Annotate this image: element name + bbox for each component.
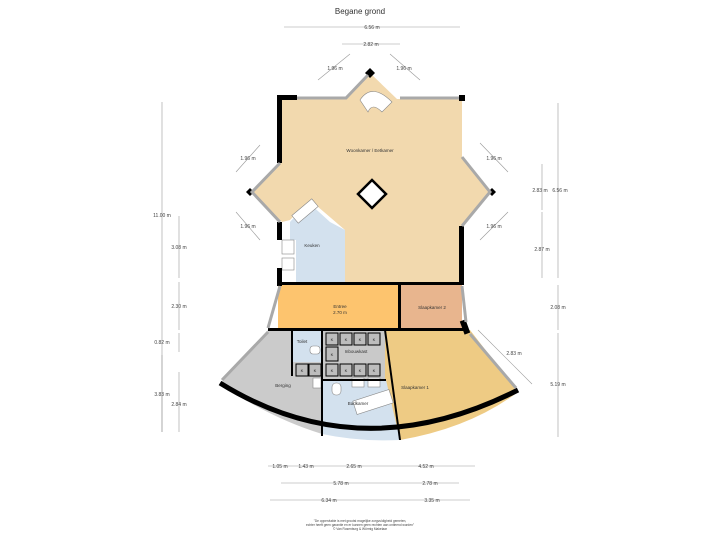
kast-mark: K (331, 368, 334, 373)
kast-labels: K K K K K K K K K K K (301, 337, 376, 373)
dim-left-upper-diag: 1.96 m (240, 156, 255, 162)
kast-mark: K (314, 368, 317, 373)
stove-icon (281, 239, 295, 255)
floor-title: Begane grond (334, 7, 386, 16)
room-labels: Woonkamer / Eetkamer Keuken Entree 2.70 … (275, 148, 446, 406)
label-keuken: Keuken (304, 243, 320, 248)
bathtub-icon (352, 389, 394, 415)
dim-left-5: 2.84 m (171, 402, 186, 408)
kast-mark: K (345, 337, 348, 342)
dim-right-total: 6.56 m (552, 188, 567, 194)
label-inbouwkast: Inbouwkast (345, 349, 369, 354)
dim-right-3: 2.08 m (550, 305, 565, 311)
counter (291, 198, 319, 224)
dimension-lines (161, 26, 559, 501)
dim-right-upper-diag: 1.96 m (486, 156, 501, 162)
kitchen-sink-icon (281, 257, 295, 271)
sink-icon (367, 377, 381, 388)
kast-mark: K (373, 368, 376, 373)
walls (218, 68, 520, 440)
label-entree-height: 2.70 m (333, 310, 347, 315)
dim-left-3: 0.82 m (154, 340, 169, 346)
label-entree: Entree (333, 304, 347, 309)
label-toilet: Toilet (297, 339, 308, 344)
dim-left-lower-diag: 1.96 m (240, 224, 255, 230)
kast-mark: K (373, 337, 376, 342)
room-entree (278, 284, 400, 330)
kast-mark: K (331, 337, 334, 342)
toilet-icon (331, 382, 342, 396)
staircase-icon (359, 91, 393, 113)
dim-top-right-diag: 1.96 m (396, 66, 411, 72)
dim-right-bottom-diag: 2.83 m (506, 351, 521, 357)
label-berging: Berging (275, 383, 291, 388)
sink-icon (351, 377, 365, 388)
room-keuken (290, 202, 345, 284)
dim-bottom-1d: 4.52 m (418, 464, 433, 470)
dim-left-total: 11.00 m (153, 213, 171, 219)
dim-left-4: 3.83 m (154, 392, 169, 398)
dim-bottom-1b: 1.43 m (298, 464, 313, 470)
washer-icon (312, 377, 322, 389)
disclaimer: "De oppervlakte is met grootst mogelijke… (0, 519, 720, 531)
label-badkamer: Badkamer (348, 401, 369, 406)
dim-bottom-3b: 3.35 m (424, 498, 439, 504)
dimension-labels: 6.56 m 2.82 m 1.96 m 1.96 m 1.96 m 1.96 … (153, 25, 568, 504)
room-slaapkamer2 (400, 284, 462, 330)
dim-right-4: 5.19 m (550, 382, 565, 388)
dim-bottom-3a: 6.34 m (321, 498, 336, 504)
label-slaapkamer2: Slaapkamer 2 (418, 305, 446, 310)
kast-mark: K (331, 352, 334, 357)
disclaimer-line: "De oppervlakte is met grootst mogelijke… (313, 519, 407, 523)
dim-right-1: 2.83 m (532, 188, 547, 194)
dim-right-lower-diag: 1.96 m (486, 224, 501, 230)
dim-top-left-diag: 1.96 m (327, 66, 342, 72)
room-woonkamer (252, 73, 490, 284)
dim-left-2: 2.30 m (171, 304, 186, 310)
windows (220, 73, 518, 389)
label-slaapkamer1: Slaapkamer 1 (401, 385, 429, 390)
dim-top-diamond: 2.82 m (363, 42, 378, 48)
kast-mark: K (359, 368, 362, 373)
kast-mark: K (359, 337, 362, 342)
kast-cells (295, 332, 381, 377)
kast-mark: K (345, 368, 348, 373)
toilet-icon (309, 345, 321, 355)
room-slaapkamer1 (385, 330, 518, 440)
void-diamond (356, 178, 388, 210)
dim-left-1: 3.08 m (171, 245, 186, 251)
kast-mark: K (301, 368, 304, 373)
dim-bottom-2b: 2.78 m (422, 481, 437, 487)
dim-top-total: 6.56 m (364, 25, 379, 31)
dim-bottom-1c: 2.65 m (346, 464, 361, 470)
dim-bottom-1a: 1.05 m (272, 464, 287, 470)
disclaimer-line: echter heeft geen garantie en er kunnen … (306, 523, 414, 527)
fixtures (281, 91, 394, 415)
label-woonkamer: Woonkamer / Eetkamer (346, 148, 394, 153)
dim-right-2: 2.87 m (534, 247, 549, 253)
dim-bottom-2a: 5.78 m (333, 481, 348, 487)
copyright: © Van Rosenburg & Wörmig Makelaar (332, 527, 388, 531)
